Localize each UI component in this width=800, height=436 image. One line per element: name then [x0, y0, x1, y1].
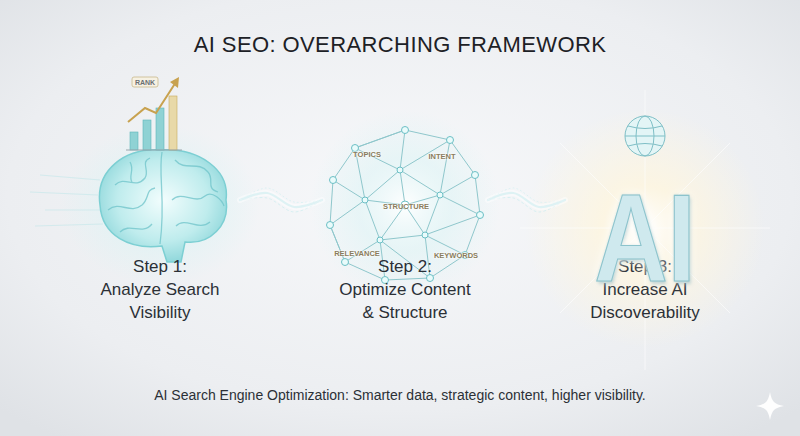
diagram-title: AI SEO: OVERARCHING FRAMEWORK: [0, 32, 800, 58]
light-stream-connector: [488, 188, 565, 212]
illustration-label: RANK: [135, 79, 155, 86]
light-stream: [488, 193, 565, 207]
diagram-caption: AI Search Engine Optimization: Smarter d…: [0, 386, 800, 404]
step-description: Analyze Search Visibility: [88, 278, 233, 324]
light-stream: [488, 193, 565, 207]
illustration-label: INTENT: [428, 153, 455, 161]
step-description: Optimize Content & Structure: [333, 278, 478, 324]
light-stream: [240, 193, 322, 207]
light-stream-connector: [240, 188, 322, 212]
ai-lettering: AI: [594, 176, 696, 300]
step-number: Step 1:: [133, 255, 187, 278]
step-node: Step 2:Optimize Content & Structure: [322, 70, 488, 360]
illustration-label: KEYWORDS: [434, 252, 478, 260]
illustration-label: TOPICS: [353, 151, 381, 159]
step-node: Step 1:Analyze Search Visibility: [80, 70, 240, 360]
step-number: Step 2:: [378, 255, 432, 278]
light-stream: [240, 193, 322, 207]
illustration-label: RELEVANCE: [334, 250, 380, 258]
illustration-label: STRUCTURE: [383, 203, 429, 211]
